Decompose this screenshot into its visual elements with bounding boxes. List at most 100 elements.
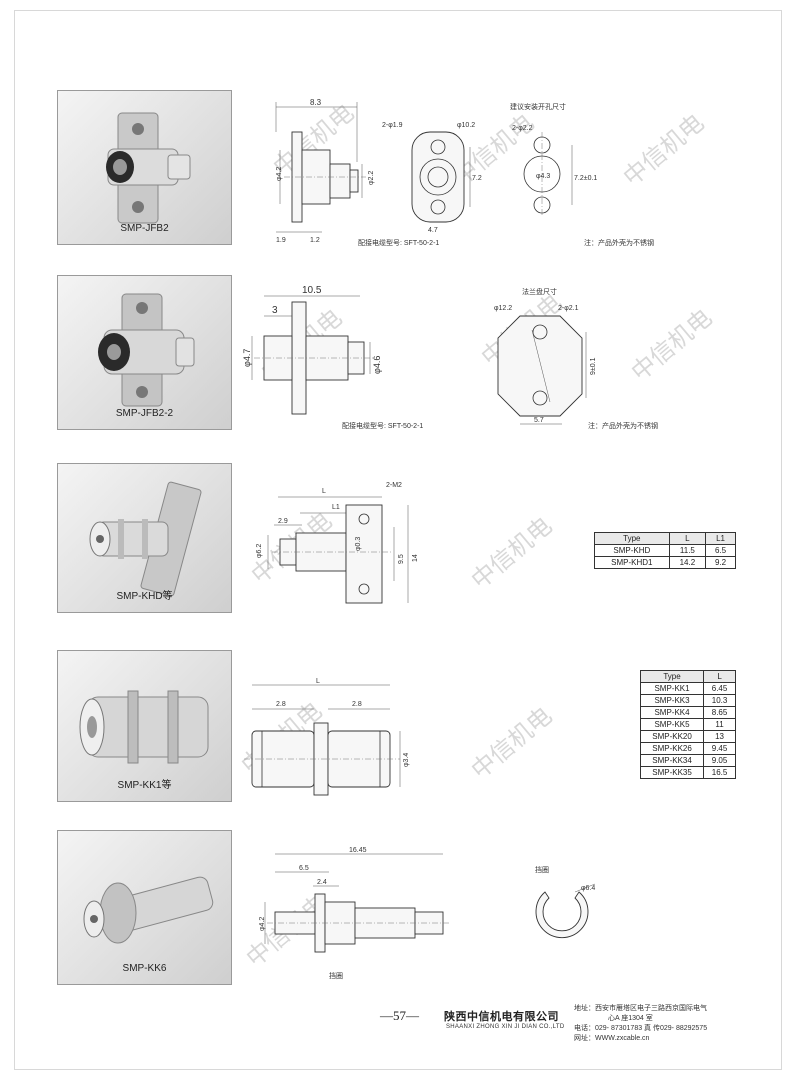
dim-length: 10.5 — [302, 285, 322, 296]
watermark: 中信机电 — [467, 512, 558, 594]
address-line: 心A 座1304 室 — [608, 1015, 653, 1022]
table-cell: 9.2 — [705, 556, 736, 569]
dim-length: 16.45 — [349, 847, 367, 854]
dim-length: 8.3 — [310, 98, 322, 107]
column-header: L — [668, 532, 707, 545]
watermark: 中信机电 — [467, 702, 558, 784]
table-cell: 10.3 — [703, 694, 736, 707]
phone-line: 电话：029- 87301783 真 传029- 88292575 — [574, 1025, 708, 1032]
product-model-label: SMP-KK6 — [122, 963, 167, 974]
table-cell: 9.45 — [703, 742, 736, 755]
table-cell: SMP-KK26 — [639, 742, 705, 755]
table-cell: SMP-KHD — [594, 544, 670, 557]
dim-pin-dia: φ4.6 — [372, 356, 382, 374]
dim-dia: φ4.2 — [259, 917, 266, 931]
flange-holes: 2-φ2.1 — [558, 305, 579, 312]
address-line: 地址：西安市雁塔区电子三路西京国际电气 — [574, 1005, 707, 1012]
company-name-en: SHAANXI ZHONG XIN JI DIAN CO.,LTD — [446, 1024, 565, 1030]
table-cell: SMP-KHD1 — [594, 556, 670, 569]
drawing-smp-kk1: 中信机电 L 2.8 2.8 φ3.4 — [237, 678, 410, 796]
cut-dia: φ4.3 — [536, 173, 550, 180]
connector-photo-illustration — [83, 876, 214, 944]
table-row: SMP-KHD1 14.2 9.2 — [594, 556, 736, 569]
watermark-layer: 中信机电 — [467, 512, 558, 594]
cable-note: 配接电缆型号: SFT-50-2-1 — [342, 421, 423, 430]
product-photo-smp-jfb2: SMP-JFB2 — [57, 90, 232, 245]
website-link[interactable]: 网址：WWW.zxcable.cn — [574, 1035, 650, 1042]
product-photo-smp-kk6: SMP-KK6 — [57, 830, 232, 985]
column-header: Type — [594, 532, 670, 545]
dim-flange: 1.9 — [276, 237, 286, 244]
flange-title: 法兰盘尺寸 — [522, 287, 557, 296]
product-model-label: SMP-JFB2-2 — [115, 408, 174, 419]
table-cell: SMP-KK5 — [639, 718, 705, 731]
table-cell: 8.65 — [703, 706, 736, 719]
ring-dia: φ6.4 — [581, 885, 595, 892]
table-header-row: Type L L1 — [594, 532, 736, 545]
dim-holes: 2-M2 — [386, 482, 402, 489]
dim-tail: 1.2 — [310, 237, 320, 244]
dim-body-dia: φ4.7 — [242, 349, 252, 367]
ring-title: 挡圈 — [535, 865, 549, 874]
table-cell: SMP-KK34 — [639, 754, 705, 767]
connector-photo-illustration — [98, 293, 195, 407]
table-header-row: Type L — [639, 670, 736, 683]
page-number: —57— — [380, 1008, 419, 1023]
dim-length: L — [322, 488, 326, 495]
drawing-smp-kk6: 中信机电 16.45 6.5 2.4 φ4.2 挡圈 — [242, 847, 451, 980]
flange-width: 5.7 — [534, 417, 544, 424]
table-cell: 6.5 — [705, 544, 736, 557]
dim-pitch: 7.2 — [472, 175, 482, 182]
table-cell: 14.2 — [668, 556, 707, 569]
dim-l1: L1 — [332, 504, 340, 511]
connector-photo-illustration — [106, 112, 191, 224]
spec-table-smp-khd: Type L L1 SMP-KHD 11.5 6.5 SMP-KHD1 14.2… — [594, 532, 736, 569]
connector-photo-illustration — [79, 690, 209, 764]
dim-flange-off: 3 — [272, 305, 278, 316]
table-cell: 11.5 — [668, 544, 707, 557]
drawing-smp-khd: 中信机电 L L1 2.9 2-M2 φ6.2 φ0.3 9.5 14 — [247, 482, 419, 604]
dim-pin: φ0.3 — [355, 537, 362, 551]
dim-left: 2.8 — [276, 701, 286, 708]
dim-holes: 2-φ1.9 — [382, 122, 403, 129]
dim-pin-dia: φ2.2 — [368, 171, 375, 185]
column-header: L — [703, 670, 736, 683]
product-model-label: SMP-JFB2 — [120, 223, 169, 234]
table-cell: SMP-KK35 — [639, 766, 705, 779]
drawing-smp-jfb2-2: 中信机电 中信机电 中信机电 10.5 3 φ4.7 φ4.6 配接电缆型号: … — [242, 285, 718, 430]
dim-front: 2.9 — [278, 518, 288, 525]
flange-dia: φ12.2 — [494, 305, 512, 312]
table-cell: SMP-KK4 — [639, 706, 705, 719]
product-photo-smp-kk1: SMP-KK1等 — [57, 650, 232, 802]
cut-holes: 2-φ2.2 — [512, 125, 533, 132]
watermark: 中信机电 — [627, 304, 718, 386]
dim-body-dia: φ4.2 — [276, 167, 283, 181]
table-cell: 9.05 — [703, 754, 736, 767]
cable-note: 配接电缆型号: SFT-50-2-1 — [358, 238, 439, 247]
column-header: Type — [639, 670, 705, 683]
product-photo-smp-khd: SMP-KHD等 — [57, 463, 232, 613]
product-model-label: SMP-KHD等 — [116, 591, 173, 602]
connector-photo-illustration — [89, 481, 202, 597]
table-cell: 11 — [703, 718, 736, 731]
dim-body-dia: φ6.2 — [256, 544, 263, 558]
table-cell: 13 — [703, 730, 736, 743]
page-frame — [14, 10, 782, 1070]
dim-right: 2.8 — [352, 701, 362, 708]
cut-pitch: 7.2±0.1 — [574, 175, 597, 182]
dim-width: 4.7 — [428, 227, 438, 234]
ring-label: 挡圈 — [329, 971, 343, 980]
table-cell: SMP-KK1 — [639, 682, 705, 695]
table-cell: SMP-KK20 — [639, 730, 705, 743]
material-note: 注：产品外壳为不锈钢 — [588, 421, 658, 430]
cutout-title: 建议安装开孔尺寸 — [510, 102, 566, 111]
watermark-layer: 中信机电 — [467, 702, 558, 784]
dim-dia: φ3.4 — [403, 753, 410, 767]
